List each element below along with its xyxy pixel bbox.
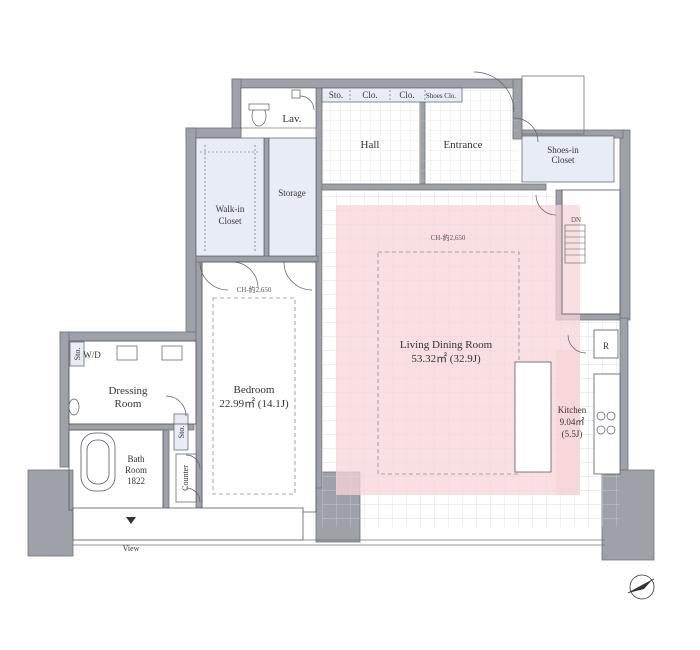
label-clo-1: Clo. [362, 90, 377, 100]
triangle-down-icon [126, 517, 136, 524]
label-shoes-in-1: Shoes-in [547, 145, 579, 155]
label-clo-2: Clo. [399, 90, 414, 100]
label-lav: Lav. [282, 113, 301, 125]
label-hall: Hall [361, 139, 380, 151]
label-refrigerator: R [603, 341, 609, 351]
label-walk-in-2: Closet [218, 216, 242, 226]
label-ceiling-bedroom: CH-約2,650 [237, 285, 272, 294]
room-outlines [68, 189, 621, 541]
label-bath-1: Bath [128, 454, 145, 464]
label-shoes-clo: Shoes Clo. [426, 92, 457, 100]
label-kitchen-3: (5.5J) [562, 429, 583, 439]
label-sto-top: Sto. [329, 90, 343, 100]
label-wd: W/D [83, 350, 101, 360]
label-walk-in-1: Walk-in [216, 204, 245, 214]
label-bedroom-1: Bedroom [234, 384, 275, 396]
label-sto-bath: Sto. [177, 426, 186, 439]
stairs [564, 224, 586, 264]
label-bath-2: Room [125, 465, 147, 475]
room-labels: Sto. Clo. Clo. Shoes Clo. Lav. Hall Entr… [73, 90, 609, 553]
label-living-2: 53.32㎡ (32.9J) [411, 352, 481, 365]
label-bath-3: 1822 [127, 476, 145, 486]
label-kitchen-1: Kitchen [558, 405, 587, 415]
label-counter: Counter [181, 465, 190, 491]
label-sto-left: Sto. [73, 348, 82, 361]
door-swings [165, 71, 587, 503]
label-view: View [123, 544, 140, 553]
label-dn: DN [571, 216, 581, 224]
north-arrow-icon [627, 574, 655, 600]
label-bedroom-2: 22.99㎡ (14.1J) [219, 397, 289, 410]
label-ceiling-living: CH-約2,650 [431, 233, 466, 242]
label-storage: Storage [278, 188, 306, 198]
label-entrance: Entrance [443, 139, 482, 151]
label-living-1: Living Dining Room [400, 339, 493, 351]
storage-areas [69, 87, 615, 503]
label-kitchen-2: 9.04㎡ [560, 417, 585, 427]
label-dressing-1: Dressing [108, 385, 148, 397]
outdoor [73, 75, 605, 546]
closet-rods [200, 90, 426, 252]
label-shoes-in-2: Closet [551, 155, 575, 165]
label-dressing-2: Room [115, 398, 142, 410]
fixtures [68, 89, 616, 435]
